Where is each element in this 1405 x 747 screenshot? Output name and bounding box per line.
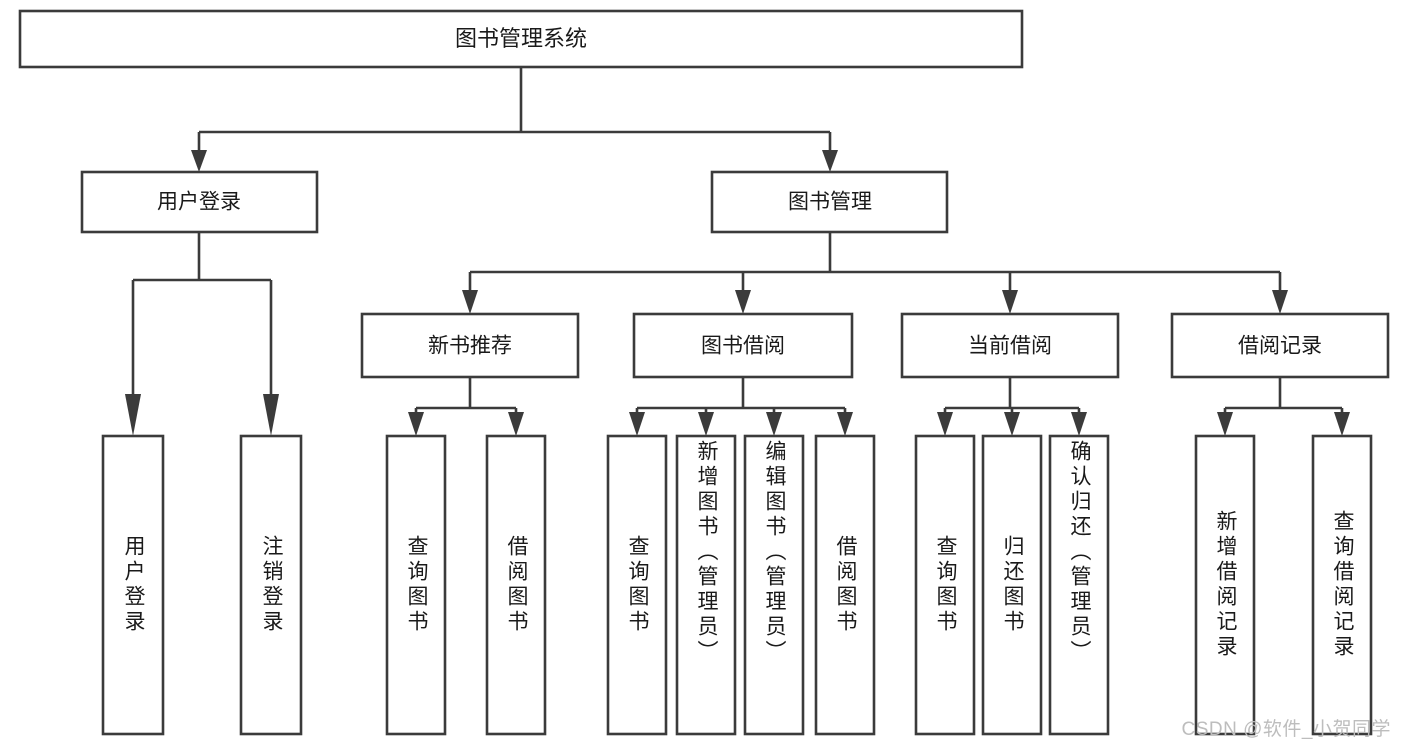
arrow-head-current-borrow (1002, 290, 1018, 314)
node-book-management-label: 图书管理 (788, 191, 872, 214)
arrow-head-bookmgmt (822, 150, 838, 172)
arrow-head-borrow-record (1272, 290, 1288, 314)
node-borrow-record-label: 借阅记录 (1238, 335, 1322, 358)
node-book-management-box[interactable] (710, 170, 949, 234)
arrow-head-book-borrow (735, 290, 751, 314)
leaf-nb-borrow-book-box[interactable] (485, 434, 547, 736)
arrow-head-leaf-bb-1 (629, 412, 645, 436)
node-borrow-record-box[interactable] (1170, 312, 1390, 379)
arrow-head-leaf-bb-3 (766, 412, 782, 436)
watermark-text: CSDN @软件_小贺同学 (1181, 719, 1391, 740)
arrow-head-leaf-user-logout (263, 394, 279, 436)
leaf-user-logout-box[interactable] (239, 434, 303, 736)
arrow-head-leaf-bb-4 (837, 412, 853, 436)
leaf-bb-query-book-box[interactable] (606, 434, 668, 736)
leaf-nb-query-book-box[interactable] (385, 434, 447, 736)
node-current-borrow-label: 当前借阅 (968, 335, 1052, 358)
arrow-head-leaf-br-2 (1334, 412, 1350, 436)
node-book-borrow-box[interactable] (632, 312, 854, 379)
arrow-head-leaf-bb-2 (698, 412, 714, 436)
leaf-cb-return-book-box[interactable] (981, 434, 1043, 736)
arrow-head-leaf-nb-1 (408, 412, 424, 436)
leaf-bb-add-book-box[interactable] (675, 434, 737, 736)
leaf-cb-query-book-box[interactable] (914, 434, 976, 736)
leaf-bb-borrow-book-box[interactable] (814, 434, 876, 736)
node-root-box[interactable] (18, 9, 1024, 69)
arrow-head-leaf-user-login (125, 394, 141, 436)
node-new-book-recommend-box[interactable] (360, 312, 580, 379)
leaf-bb-edit-book-box[interactable] (743, 434, 805, 736)
arrow-head-new-book (462, 290, 478, 314)
leaf-br-query-record-box[interactable] (1311, 434, 1373, 736)
arrow-head-leaf-br-1 (1217, 412, 1233, 436)
arrow-head-leaf-nb-2 (508, 412, 524, 436)
arrow-head-leaf-cb-1 (937, 412, 953, 436)
arrow-head-leaf-cb-2 (1004, 412, 1020, 436)
node-layer: 图书管理系统 用户登录 图书管理 新书推荐 图书借阅 当前借阅 借阅记录 (18, 9, 1390, 736)
leaf-br-add-record-box[interactable] (1194, 434, 1256, 736)
node-user-login-label: 用户登录 (157, 191, 241, 214)
node-root-label: 图书管理系统 (455, 26, 587, 51)
arrow-head-leaf-cb-3 (1071, 412, 1087, 436)
node-user-login-box[interactable] (80, 170, 319, 234)
connector-layer (125, 67, 1350, 436)
leaf-cb-confirm-return-box[interactable] (1048, 434, 1110, 736)
node-current-borrow-box[interactable] (900, 312, 1120, 379)
node-book-borrow-label: 图书借阅 (701, 335, 785, 358)
node-new-book-recommend-label: 新书推荐 (428, 335, 512, 358)
arrow-head-userlogin (191, 150, 207, 172)
leaf-user-login-box[interactable] (101, 434, 165, 736)
